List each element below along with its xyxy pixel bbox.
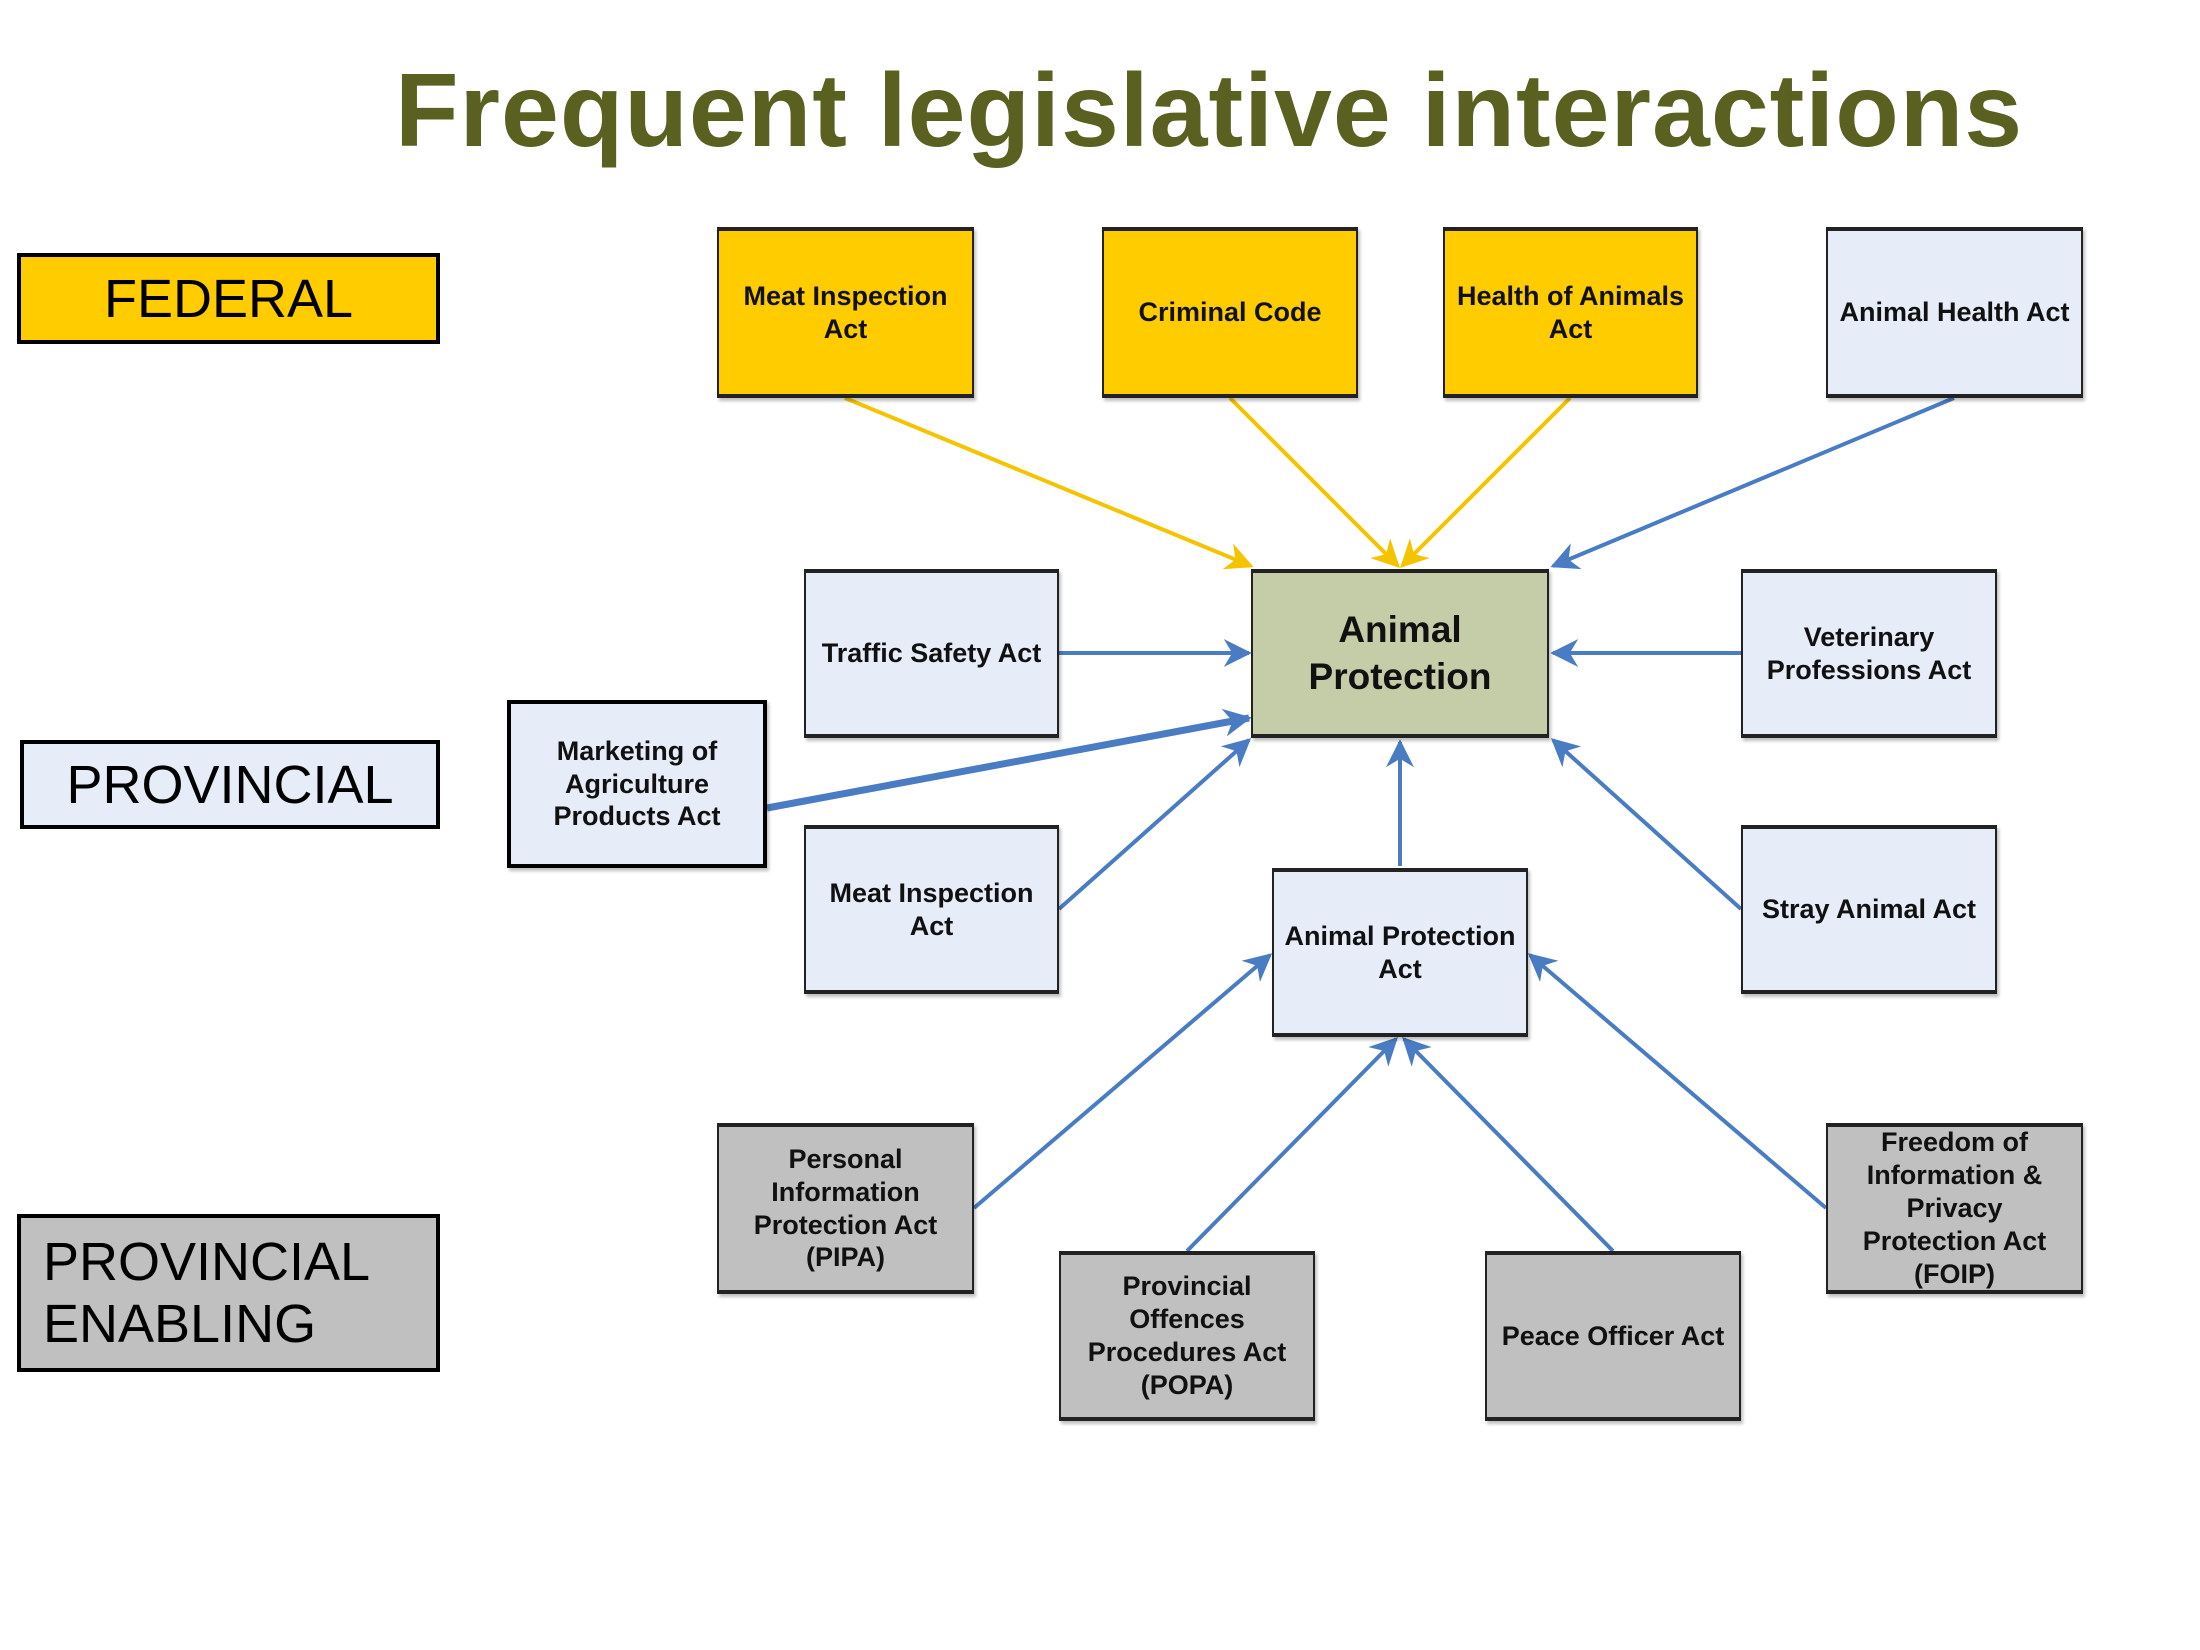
node-pipa[interactable]: Personal Information Protection Act (PIP… bbox=[717, 1123, 974, 1294]
node-foip[interactable]: Freedom of Information & Privacy Protect… bbox=[1826, 1123, 2083, 1294]
node-peace-officer-act[interactable]: Peace Officer Act bbox=[1485, 1251, 1741, 1421]
arrow-criminal-code-to-center bbox=[1228, 396, 1400, 568]
arrow-meat-inspection-fed-to-center bbox=[844, 396, 1254, 570]
node-label: Veterinary Professions Act bbox=[1766, 621, 1972, 685]
node-traffic-safety-act[interactable]: Traffic Safety Act bbox=[804, 569, 1059, 738]
node-label: Health of Animals Act bbox=[1456, 280, 1685, 344]
node-label: Meat Inspection Act bbox=[743, 280, 948, 344]
node-animal-protection[interactable]: Animal Protection bbox=[1251, 569, 1549, 738]
arrow-foip-to-animal-protection-act bbox=[1527, 953, 1828, 1210]
arrow-popa-to-animal-protection-act bbox=[1185, 1037, 1398, 1253]
node-animal-health-act[interactable]: Animal Health Act bbox=[1826, 227, 2083, 398]
node-criminal-code[interactable]: Criminal Code bbox=[1102, 227, 1358, 398]
arrow-stray-animal-to-center bbox=[1550, 738, 1743, 911]
node-label: Animal Health Act bbox=[1839, 297, 2070, 328]
legend-federal-label: FEDERAL bbox=[103, 268, 354, 329]
node-health-of-animals-act[interactable]: Health of Animals Act bbox=[1443, 227, 1698, 398]
node-label: Marketing of Agriculture Products Act bbox=[553, 735, 721, 832]
legend-provincial-enabling-label: PROVINCIAL ENABLING bbox=[43, 1231, 371, 1354]
node-meat-inspection-act-federal[interactable]: Meat Inspection Act bbox=[717, 227, 974, 398]
node-label: Animal Protection Act bbox=[1284, 920, 1516, 984]
node-label: Provincial Offences Procedures Act (POPA… bbox=[1087, 1271, 1287, 1400]
arrow-meat-inspection-prov-to-center bbox=[1057, 738, 1252, 911]
node-marketing-of-agriculture-products-act[interactable]: Marketing of Agriculture Products Act bbox=[507, 700, 767, 868]
node-label: Traffic Safety Act bbox=[821, 638, 1042, 669]
legend-provincial-enabling: PROVINCIAL ENABLING bbox=[17, 1214, 440, 1372]
node-label: Stray Animal Act bbox=[1761, 894, 1977, 925]
node-label: Freedom of Information & Privacy Protect… bbox=[1862, 1127, 2047, 1289]
page-title: Frequent legislative interactions bbox=[395, 53, 2024, 169]
node-label: Personal Information Protection Act (PIP… bbox=[753, 1143, 938, 1273]
arrow-health-of-animals-to-center bbox=[1400, 396, 1572, 568]
arrow-marketing-to-center bbox=[766, 708, 1252, 812]
node-label: Peace Officer Act bbox=[1501, 1320, 1725, 1351]
node-meat-inspection-act-provincial[interactable]: Meat Inspection Act bbox=[804, 825, 1059, 994]
legend-federal: FEDERAL bbox=[17, 253, 440, 344]
node-label: Meat Inspection Act bbox=[829, 877, 1034, 941]
node-label: Criminal Code bbox=[1138, 297, 1322, 328]
arrow-animal-health-to-center bbox=[1550, 396, 1955, 570]
arrow-peace-officer-to-animal-protection-act bbox=[1402, 1037, 1615, 1253]
arrow-pipa-to-animal-protection-act bbox=[972, 953, 1273, 1210]
legend-provincial-label: PROVINCIAL bbox=[66, 754, 394, 815]
node-veterinary-professions-act[interactable]: Veterinary Professions Act bbox=[1741, 569, 1997, 738]
legend-provincial: PROVINCIAL bbox=[20, 740, 440, 829]
node-animal-protection-label: Animal Protection bbox=[1308, 609, 1492, 697]
node-popa[interactable]: Provincial Offences Procedures Act (POPA… bbox=[1059, 1251, 1315, 1421]
node-stray-animal-act[interactable]: Stray Animal Act bbox=[1741, 825, 1997, 994]
node-animal-protection-act[interactable]: Animal Protection Act bbox=[1272, 868, 1528, 1037]
